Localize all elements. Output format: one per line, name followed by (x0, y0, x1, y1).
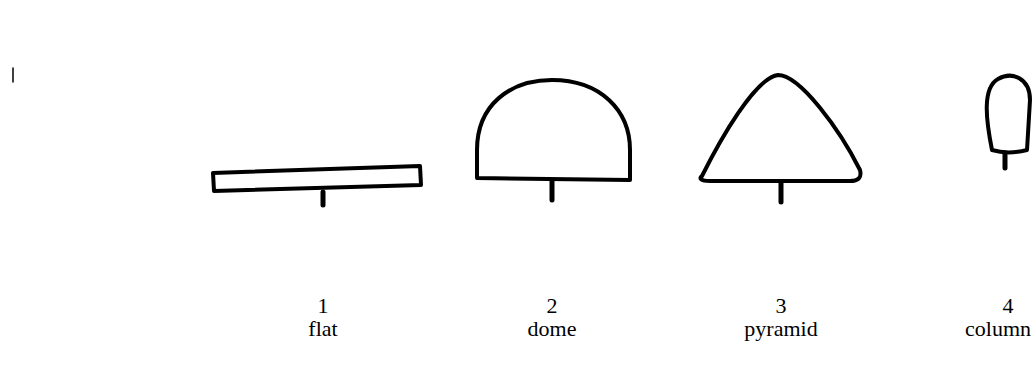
shape-number: 1 (318, 294, 329, 318)
shape-number: 4 (1003, 294, 1014, 318)
shape-name: pyramid (744, 317, 817, 341)
trunk (550, 181, 555, 200)
shape-name: dome (528, 317, 577, 341)
shape-number: 3 (776, 294, 787, 318)
pyramid-crown (701, 75, 861, 181)
margin-mark (12, 68, 14, 82)
trunk (779, 182, 784, 202)
column-crown (987, 76, 1030, 152)
shape-number: 2 (547, 294, 558, 318)
shape-name: flat (308, 317, 337, 341)
flat-crown (213, 166, 421, 191)
dome-crown (477, 80, 630, 180)
shape-name: column (965, 317, 1031, 341)
trunk (321, 192, 326, 205)
trunk (1003, 153, 1008, 168)
